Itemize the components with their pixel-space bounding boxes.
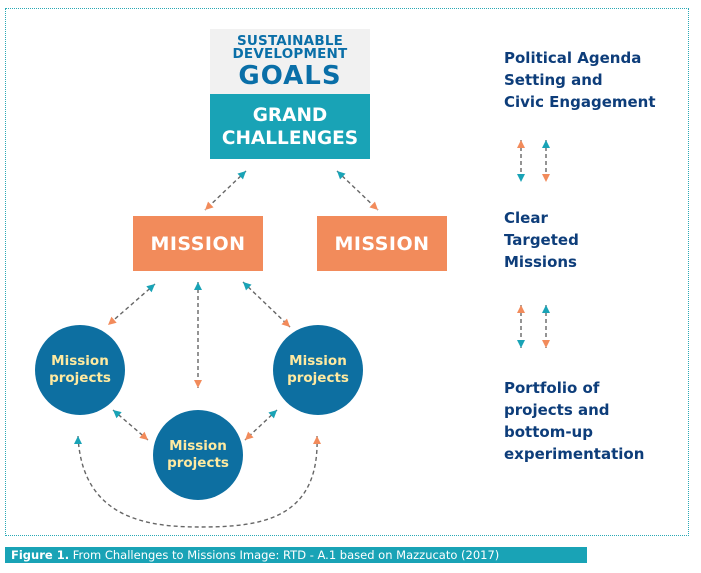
label-bottom-line-2: projects and [504, 401, 610, 419]
arrow-bottom-loop-line [77, 435, 318, 528]
label-political-agenda: Political Agenda Setting and Civic Engag… [504, 47, 656, 113]
arrow-grand-mission-right-line [336, 170, 379, 211]
figure-caption: Figure 1. From Challenges to Missions Im… [5, 547, 587, 563]
mission-projects-right: Mission projects [273, 325, 363, 415]
arrow-mission-project-right-head-end-arrowhead [281, 318, 290, 327]
caption-figure-number: Figure 1. [11, 548, 70, 562]
arrow-grand-mission-left-head-end-arrowhead [205, 201, 214, 210]
project-left-line-1: Mission [51, 353, 109, 369]
project-right-line-2: projects [287, 370, 349, 386]
arrow-mission-project-left-head-start-arrowhead [146, 284, 155, 293]
arrow-project-left-bottom-head-end-arrowhead [139, 431, 148, 440]
arrow-grand-mission-left-line [204, 170, 247, 211]
level-arrow-a1-head-end-arrowhead [517, 174, 525, 182]
arrow-loop-left-arrowhead [74, 436, 82, 444]
arrow-mission-project-bottom-head-end-arrowhead [194, 380, 202, 388]
grand-challenges-box: GRAND CHALLENGES [210, 94, 370, 159]
arrow-loop-right-arrowhead [313, 436, 321, 444]
level-arrow-a2-head-start-arrowhead [542, 140, 550, 148]
label-middle-line-1: Clear [504, 209, 548, 227]
arrow-mission-project-right-head-start-arrowhead [243, 282, 252, 291]
label-top-line-3: Civic Engagement [504, 93, 656, 111]
level-arrow-b1-head-start-arrowhead [517, 305, 525, 313]
grand-line-2: CHALLENGES [221, 127, 359, 149]
sdg-line-3: GOALS [238, 60, 342, 91]
figure-frame [5, 8, 689, 536]
level-arrow-b1-head-end-arrowhead [517, 340, 525, 348]
mission-box-right: MISSION [317, 216, 447, 271]
label-portfolio: Portfolio of projects and bottom-up expe… [504, 377, 644, 465]
project-right-line-1: Mission [289, 353, 347, 369]
sdg-line-1: SUSTAINABLE [236, 32, 344, 49]
arrow-grand-mission-right-head-start-arrowhead [337, 171, 346, 180]
label-top-line-2: Setting and [504, 71, 603, 89]
sdg-logo: SUSTAINABLE DEVELOPMENT GOALS [210, 29, 370, 94]
label-bottom-line-1: Portfolio of [504, 379, 600, 397]
label-middle-line-2: Targeted [504, 231, 579, 249]
arrow-mission-project-right-line [242, 281, 291, 328]
caption-text: From Challenges to Missions Image: RTD -… [69, 548, 500, 562]
mission-box-left: MISSION [133, 216, 263, 271]
label-clear-missions: Clear Targeted Missions [504, 207, 579, 273]
label-bottom-line-3: bottom-up [504, 423, 593, 441]
level-arrow-a2-head-end-arrowhead [542, 174, 550, 182]
mission-projects-bottom: Mission projects [153, 410, 243, 500]
project-bottom-line-1: Mission [169, 438, 227, 454]
arrow-project-right-bottom-head-end-arrowhead [245, 431, 254, 440]
label-top-line-1: Political Agenda [504, 49, 642, 67]
arrow-project-right-bottom-head-start-arrowhead [268, 410, 277, 419]
arrow-mission-project-bottom-head-start-arrowhead [194, 282, 202, 290]
grand-line-1: GRAND [252, 104, 328, 126]
arrow-grand-mission-right-head-end-arrowhead [369, 201, 378, 210]
arrow-mission-project-left-line [107, 283, 156, 326]
level-arrow-a1-head-start-arrowhead [517, 140, 525, 148]
arrow-project-left-bottom-head-start-arrowhead [113, 410, 122, 419]
project-bottom-line-2: projects [167, 455, 229, 471]
level-arrow-b2-head-start-arrowhead [542, 305, 550, 313]
sdg-line-2: DEVELOPMENT [232, 46, 348, 62]
level-arrow-b2-head-end-arrowhead [542, 340, 550, 348]
mission-projects-left: Mission projects [35, 325, 125, 415]
label-middle-line-3: Missions [504, 253, 577, 271]
project-left-line-2: projects [49, 370, 111, 386]
label-bottom-line-4: experimentation [504, 445, 645, 463]
arrow-mission-project-left-head-end-arrowhead [108, 316, 117, 325]
arrow-grand-mission-left-head-start-arrowhead [237, 171, 246, 180]
